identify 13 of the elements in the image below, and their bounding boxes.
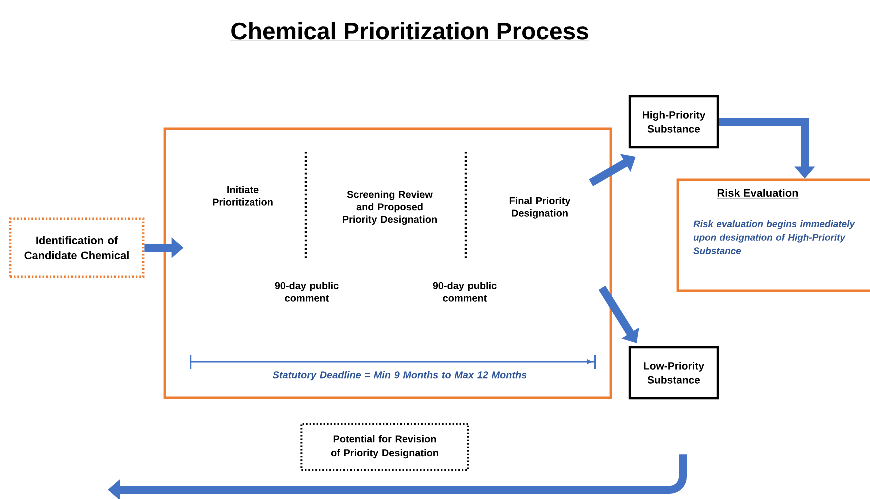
comment-label: 90-day public comment (433, 282, 497, 302)
description: Risk evaluation begins immediately upon designation of High-Priority Substance (694, 220, 856, 254)
title: Chemical Prioritization Process (230, 22, 590, 42)
comment-label: 90-day public comment (275, 282, 339, 302)
outcome-box: High-Priority Substance (628, 95, 720, 149)
dotted-box: Identification of Candidate Chemical (9, 218, 145, 278)
stage-label: Initiate Prioritization (213, 186, 273, 206)
dotted-box: Potential for Revision of Priority Designation (300, 423, 470, 471)
box-heading: Risk Evaluation (717, 188, 799, 199)
deadline-label: Statutory Deadline = Min 9 Months to Max 12 Months (272, 371, 527, 381)
stage-label: Screening Review and Proposed Priority Designation (343, 190, 437, 226)
stage-label: Final Priority Designation (510, 197, 571, 219)
outcome-box: Low-Priority Substance (628, 346, 720, 400)
